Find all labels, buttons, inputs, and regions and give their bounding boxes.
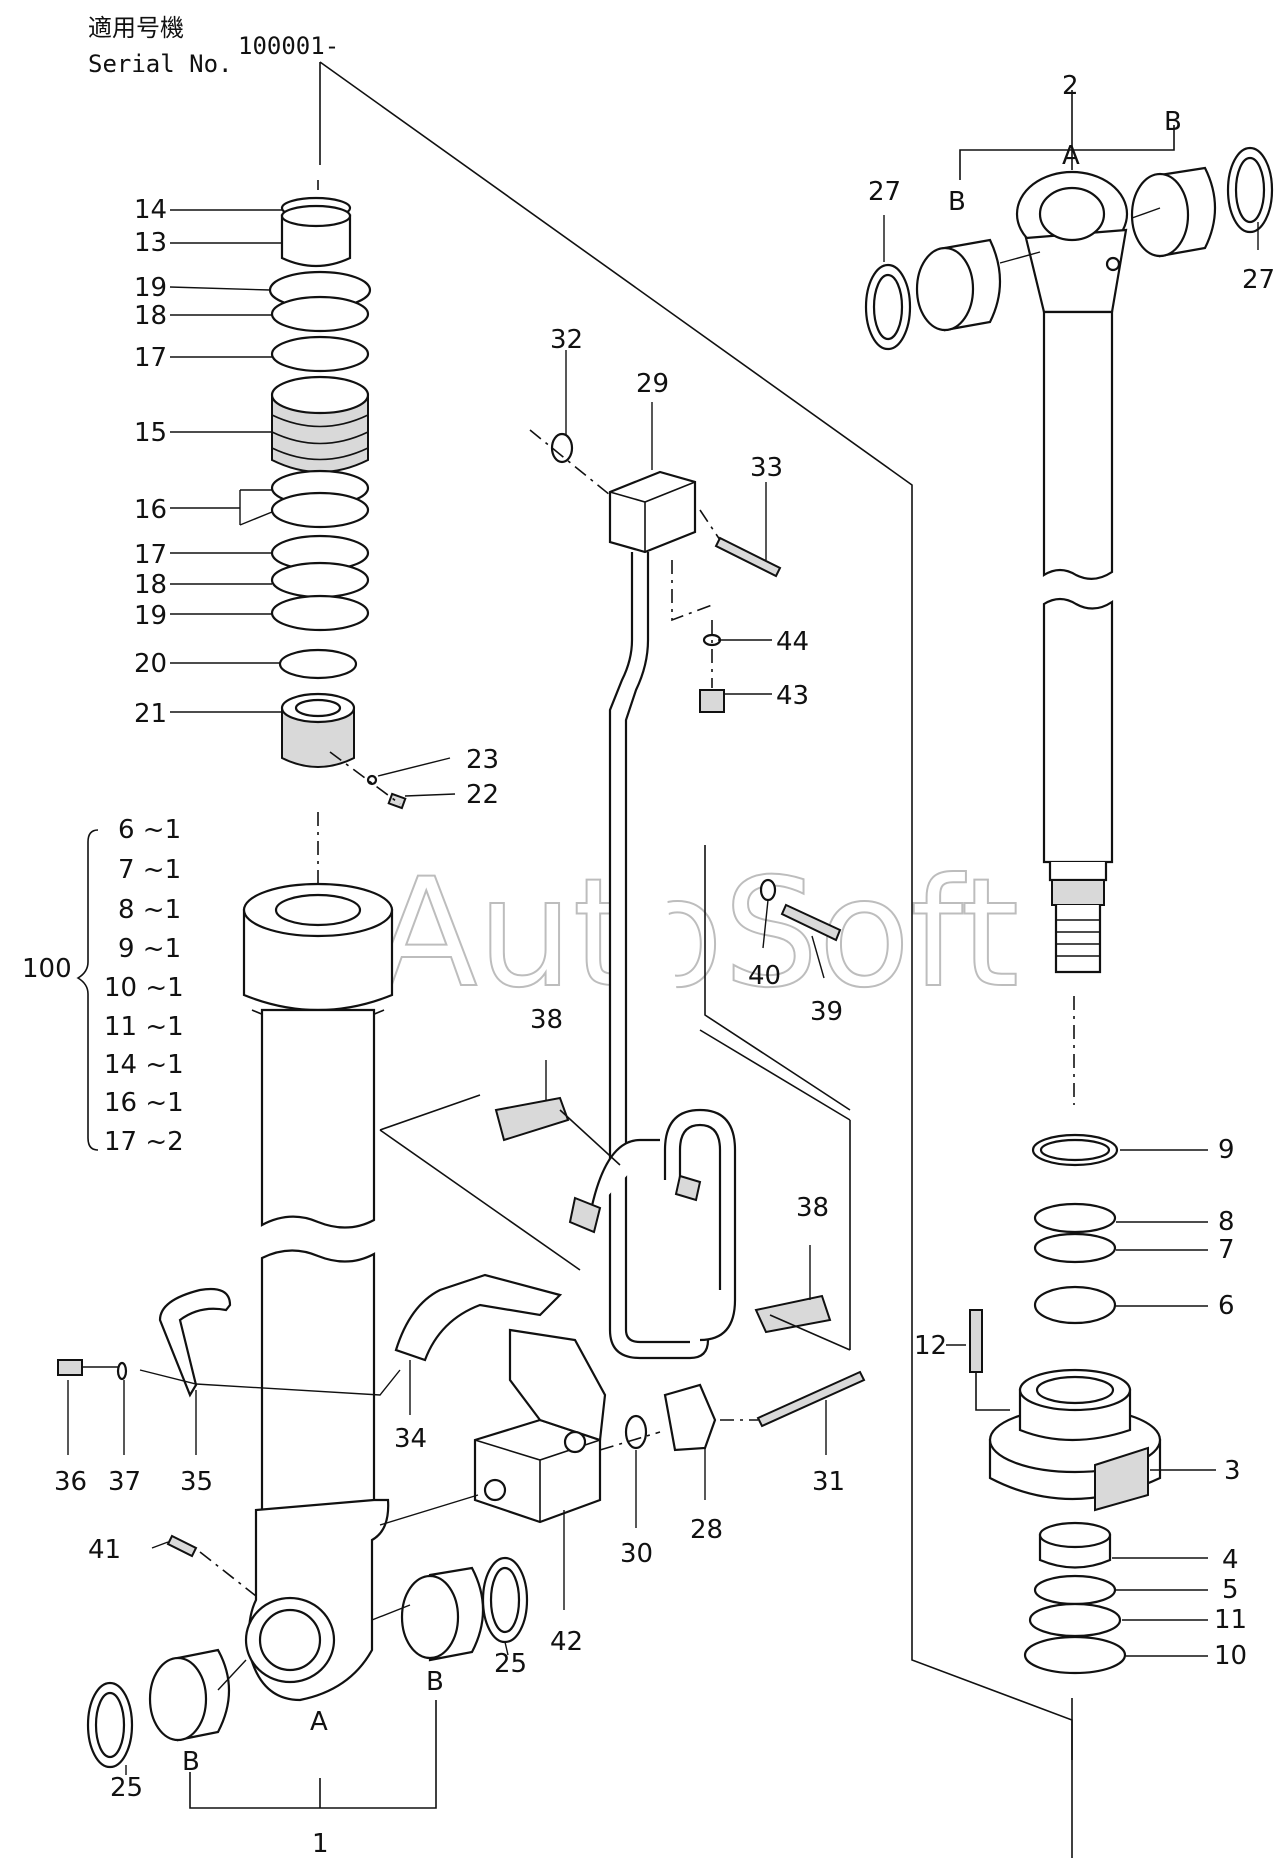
callout-18-top: 18 <box>134 301 167 331</box>
pipe-clamps <box>379 1029 851 1351</box>
piston-rod <box>1015 170 1129 1105</box>
callout-33: 33 <box>750 453 783 483</box>
callout-3: 3 <box>1224 1456 1241 1486</box>
cylinder-tube <box>166 812 394 1702</box>
callout-23: 23 <box>466 745 499 775</box>
callout-17-bottom: 17 <box>134 540 167 570</box>
marker-bracket-bottom <box>189 1700 437 1809</box>
callout-42: 42 <box>550 1627 583 1657</box>
marker-a-bottom: A <box>310 1707 328 1737</box>
kit-item-11: 11 ~1 <box>104 1012 184 1042</box>
valve-block-42 <box>379 1328 607 1526</box>
pipe-assembly <box>529 429 782 1360</box>
callout-19-bottom: 19 <box>134 601 167 631</box>
callout-30: 30 <box>620 1539 653 1569</box>
marker-b-top-right: B <box>1164 107 1182 137</box>
top-pin-parts <box>864 146 1274 351</box>
callout-22: 22 <box>466 780 499 810</box>
callout-19-top: 19 <box>134 273 167 303</box>
assembly-brace <box>76 829 99 1151</box>
callout-4: 4 <box>1222 1545 1239 1575</box>
marker-a-top: A <box>1062 141 1080 171</box>
applicable-model-label: 適用号機 <box>88 14 184 42</box>
callout-15: 15 <box>134 418 167 448</box>
callout-8: 8 <box>1218 1207 1235 1237</box>
marker-b-bottom-right: B <box>426 1667 444 1697</box>
kit-item-14: 14 ~1 <box>104 1050 184 1080</box>
kit-item-16: 16 ~1 <box>104 1088 184 1118</box>
callout-43: 43 <box>776 681 809 711</box>
callout-39: 39 <box>810 997 843 1027</box>
callout-28: 28 <box>690 1515 723 1545</box>
callout-1: 1 <box>312 1829 329 1858</box>
marker-b-top-left: B <box>948 187 966 217</box>
assembly-100-label: 100 <box>22 954 72 984</box>
kit-item-7: 7 ~1 <box>118 855 181 885</box>
callout-17-top: 17 <box>134 343 167 373</box>
serial-number-label: Serial No. <box>88 50 233 78</box>
callout-41: 41 <box>88 1535 121 1565</box>
callout-10: 10 <box>1214 1641 1247 1671</box>
kit-item-8: 8 ~1 <box>118 895 181 925</box>
bottom-pin-parts <box>86 1556 529 1769</box>
bolt-39-washer-40 <box>704 845 851 1111</box>
callout-13: 13 <box>134 228 167 258</box>
callout-35: 35 <box>180 1467 213 1497</box>
watermark: AutoSoft <box>375 847 1019 1021</box>
kit-item-9: 9 ~1 <box>118 934 181 964</box>
mounting-brackets <box>57 1273 563 1398</box>
flange-28-bolt-31 <box>599 1370 866 1452</box>
callout-25-right: 25 <box>494 1649 527 1679</box>
left-seal-stack <box>268 180 407 810</box>
callout-36: 36 <box>54 1467 87 1497</box>
callout-34: 34 <box>394 1424 427 1454</box>
callout-27-right: 27 <box>1242 265 1275 295</box>
callout-18-bottom: 18 <box>134 570 167 600</box>
callout-27-left: 27 <box>868 177 901 207</box>
kit-item-17: 17 ~2 <box>104 1127 184 1157</box>
callout-44: 44 <box>776 627 809 657</box>
callout-16: 16 <box>134 495 167 525</box>
callout-31: 31 <box>812 1467 845 1497</box>
callout-2: 2 <box>1062 71 1079 101</box>
callout-32: 32 <box>550 325 583 355</box>
callout-7: 7 <box>1218 1235 1235 1265</box>
callout-40: 40 <box>748 961 781 991</box>
callout-20: 20 <box>134 649 167 679</box>
rod-gland-parts <box>969 1133 1162 1760</box>
serial-range-boundary <box>319 61 1073 1858</box>
callout-11: 11 <box>1214 1605 1247 1635</box>
callout-29: 29 <box>636 369 669 399</box>
kit-item-10: 10 ~1 <box>104 973 184 1003</box>
serial-number-range: 100001- <box>238 32 339 60</box>
callout-leaders <box>67 209 1259 1775</box>
callout-37: 37 <box>108 1467 141 1497</box>
callout-38-left: 38 <box>530 1005 563 1035</box>
callout-25-left: 25 <box>110 1773 143 1803</box>
callout-5: 5 <box>1222 1575 1239 1605</box>
marker-bracket-top <box>959 90 1175 180</box>
callout-38-right: 38 <box>796 1193 829 1223</box>
callout-9: 9 <box>1218 1135 1235 1165</box>
marker-b-bottom-left: B <box>182 1747 200 1777</box>
callout-21: 21 <box>134 699 167 729</box>
callout-14: 14 <box>134 195 167 225</box>
callout-6: 6 <box>1218 1291 1235 1321</box>
callout-labels: 14 13 19 18 17 15 16 17 18 19 20 21 23 2… <box>54 71 1275 1858</box>
callout-12: 12 <box>914 1331 947 1361</box>
kit-item-6: 6 ~1 <box>118 815 181 845</box>
